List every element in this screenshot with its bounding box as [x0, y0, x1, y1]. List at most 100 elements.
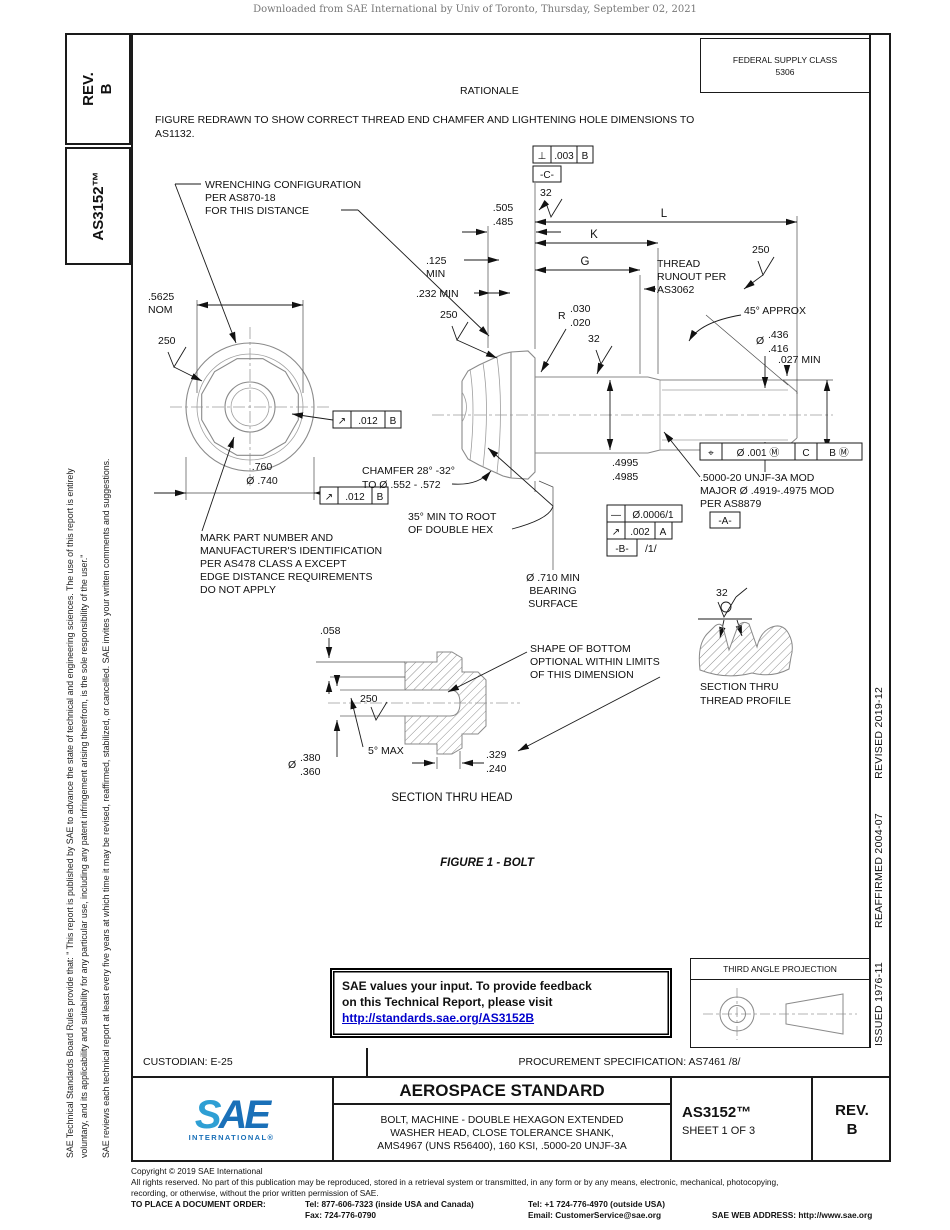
finish-250-flange: 250	[440, 309, 458, 321]
runout-datum: B	[390, 416, 397, 427]
svg-text:SURFACE: SURFACE	[528, 598, 578, 610]
dim-436: .436	[768, 329, 789, 341]
note-5-max: 5° MAX	[368, 745, 404, 757]
position-datum-1: C	[802, 448, 809, 459]
finish-32-shank: 32	[588, 333, 600, 345]
copyright-block: Copyright © 2019 SAE International All r…	[131, 1166, 921, 1198]
svg-text:TO Ø .552 - .572: TO Ø .552 - .572	[362, 479, 441, 491]
svg-text:PER AS870-18: PER AS870-18	[205, 192, 276, 204]
finish-250-bore: 250	[360, 693, 378, 705]
rev-label: REV.	[80, 72, 97, 106]
dim-240: .240	[486, 763, 507, 775]
dim-329: .329	[486, 749, 507, 761]
sheet-number: SHEET 1 OF 3	[682, 1124, 756, 1137]
standard-type: AEROSPACE STANDARD	[334, 1078, 670, 1105]
dim-125-min: MIN	[426, 268, 445, 280]
svg-text:BEARING: BEARING	[529, 585, 576, 597]
position-datum-2: B Ⓜ	[829, 447, 848, 459]
doc-number-text: AS3152™	[85, 147, 111, 265]
thread-spec-note: .5000-20 UNJF-3A MOD MAJOR Ø .4919-.4975…	[663, 431, 835, 529]
finish-32-top: 32	[540, 187, 552, 199]
perp-datum: B	[582, 151, 589, 162]
order-label: TO PLACE A DOCUMENT ORDER:	[131, 1199, 266, 1209]
straightness-symbol: —	[611, 510, 621, 521]
revision-history: ISSUED 1976-11REAFFIRMED 2004-07REVISED …	[873, 576, 885, 1046]
double-hex-root-note: 35° MIN TO ROOT OF DOUBLE HEX	[408, 447, 554, 536]
datum-b-flag: -B-	[615, 544, 628, 555]
rev-value: B	[98, 83, 115, 95]
bearing-surface-note: Ø .710 MIN BEARING SURFACE	[526, 480, 580, 610]
right-strip-divider	[869, 33, 871, 1048]
position-tol: Ø .001 Ⓜ	[737, 447, 780, 459]
runout-symbol: ↗	[338, 416, 346, 427]
figure-caption: FIGURE 1 - BOLT	[440, 857, 535, 869]
dim-505: .505	[493, 202, 514, 214]
dia-symbol: Ø	[288, 759, 296, 771]
tel-inside: Tel: 877-606-7323 (inside USA and Canada…	[305, 1199, 474, 1209]
dim-058: .058	[320, 625, 341, 637]
perpendicularity-symbol: ⊥	[538, 151, 547, 162]
dim-G: G	[581, 256, 590, 268]
disclaimer-2-line-1: SAE reviews each technical report at lea…	[101, 458, 111, 1158]
dim-L: L	[661, 208, 668, 220]
dim-4995: .4995	[612, 457, 638, 469]
surface-finish-icon	[717, 596, 737, 619]
svg-text:SHAPE OF BOTTOM: SHAPE OF BOTTOM	[530, 643, 631, 655]
rationale-text: FIGURE REDRAWN TO SHOW CORRECT THREAD EN…	[155, 113, 815, 141]
straightness-tol: Ø.0006/1	[632, 510, 674, 521]
footer-doc-number: AS3152™	[682, 1103, 752, 1121]
web-address: SAE WEB ADDRESS: http://www.sae.org	[712, 1210, 873, 1220]
svg-text:Ø .710 MIN: Ø .710 MIN	[526, 572, 580, 584]
fsc-code: 5306	[775, 66, 795, 77]
flag-note-1: /1/	[645, 543, 657, 555]
footer-rev-label: REV.	[835, 1102, 869, 1119]
finish-250-thread: 250	[752, 244, 770, 256]
standard-title-cell: AEROSPACE STANDARD BOLT, MACHINE - DOUBL…	[334, 1078, 672, 1162]
surface-finish-icon	[167, 346, 187, 369]
surface-finish-icon	[757, 256, 775, 277]
dim-5625: .5625	[148, 291, 174, 303]
shape-of-bottom-note: SHAPE OF BOTTOM OPTIONAL WITHIN LIMITS O…	[447, 643, 661, 752]
dim-027-min: .027 MIN	[778, 354, 821, 366]
copyright-line-3: recording, or otherwise, without the pri…	[131, 1187, 379, 1198]
footer-rev-value: B	[846, 1121, 858, 1138]
revised-date: REVISED 2019-12	[873, 686, 885, 779]
svg-text:OPTIONAL WITHIN LIMITS: OPTIONAL WITHIN LIMITS	[530, 656, 660, 668]
dim-r020: .020	[570, 317, 591, 329]
thread-runout-note: THREAD RUNOUT PER AS3062	[644, 258, 727, 296]
third-angle-projection-icon	[703, 988, 857, 1040]
note-45-approx: 45° APPROX	[744, 305, 806, 317]
download-watermark: Downloaded from SAE International by Uni…	[253, 4, 697, 15]
svg-text:OF DOUBLE HEX: OF DOUBLE HEX	[408, 524, 493, 536]
dim-360: .360	[300, 766, 321, 778]
dim-125: .125	[426, 255, 447, 267]
procurement-cell: PROCUREMENT SPECIFICATION: AS7461 /8/	[518, 1056, 741, 1068]
third-angle-projection-box: THIRD ANGLE PROJECTION	[690, 958, 869, 1048]
runout-tol: .002	[630, 527, 650, 538]
custodian-row: CUSTODIAN: E-25 PROCUREMENT SPECIFICATIO…	[131, 1048, 891, 1078]
head-end-view: .5625 NOM 250 ↗ .012 B .760 Ø .740	[148, 179, 490, 596]
dim-r030: .030	[570, 303, 591, 315]
rev-box	[65, 33, 131, 145]
runout-datum: B	[377, 492, 384, 503]
svg-text:PER AS478 CLASS A EXCEPT: PER AS478 CLASS A EXCEPT	[200, 558, 347, 570]
datum-a-flag: -A-	[718, 516, 731, 527]
fsc-title: FEDERAL SUPPLY CLASS	[732, 54, 838, 65]
logo-s: S	[194, 1093, 222, 1137]
svg-text:EDGE DISTANCE REQUIREMENTS: EDGE DISTANCE REQUIREMENTS	[200, 571, 373, 583]
dia-symbol: Ø	[756, 335, 764, 347]
svg-text:DO NOT APPLY: DO NOT APPLY	[200, 584, 276, 596]
title-block: SAE INTERNATIONAL® AEROSPACE STANDARD BO…	[131, 1078, 891, 1162]
runout-tol: .012	[345, 492, 365, 503]
disclaimer-1-line-2: voluntary, and its applicability and sui…	[78, 554, 89, 1158]
surface-finish-icon	[370, 701, 388, 722]
feedback-url-link[interactable]: http://standards.sae.org/AS3152B	[342, 1011, 535, 1025]
wrenching-note: WRENCHING CONFIGURATION PER AS870-18 FOR…	[174, 179, 490, 344]
dim-380: .380	[300, 752, 321, 764]
dim-4985: .4985	[612, 471, 638, 483]
fcf-perpendicularity: ⊥ .003 B -C-	[532, 145, 594, 183]
dim-5625-nom: NOM	[148, 304, 173, 316]
section-thru-thread-profile: 32 SECTION THRU THREAD PROFILE	[698, 587, 793, 707]
section-thread-label-2: THREAD PROFILE	[700, 695, 791, 707]
svg-text:MARK PART NUMBER AND: MARK PART NUMBER AND	[200, 532, 333, 544]
